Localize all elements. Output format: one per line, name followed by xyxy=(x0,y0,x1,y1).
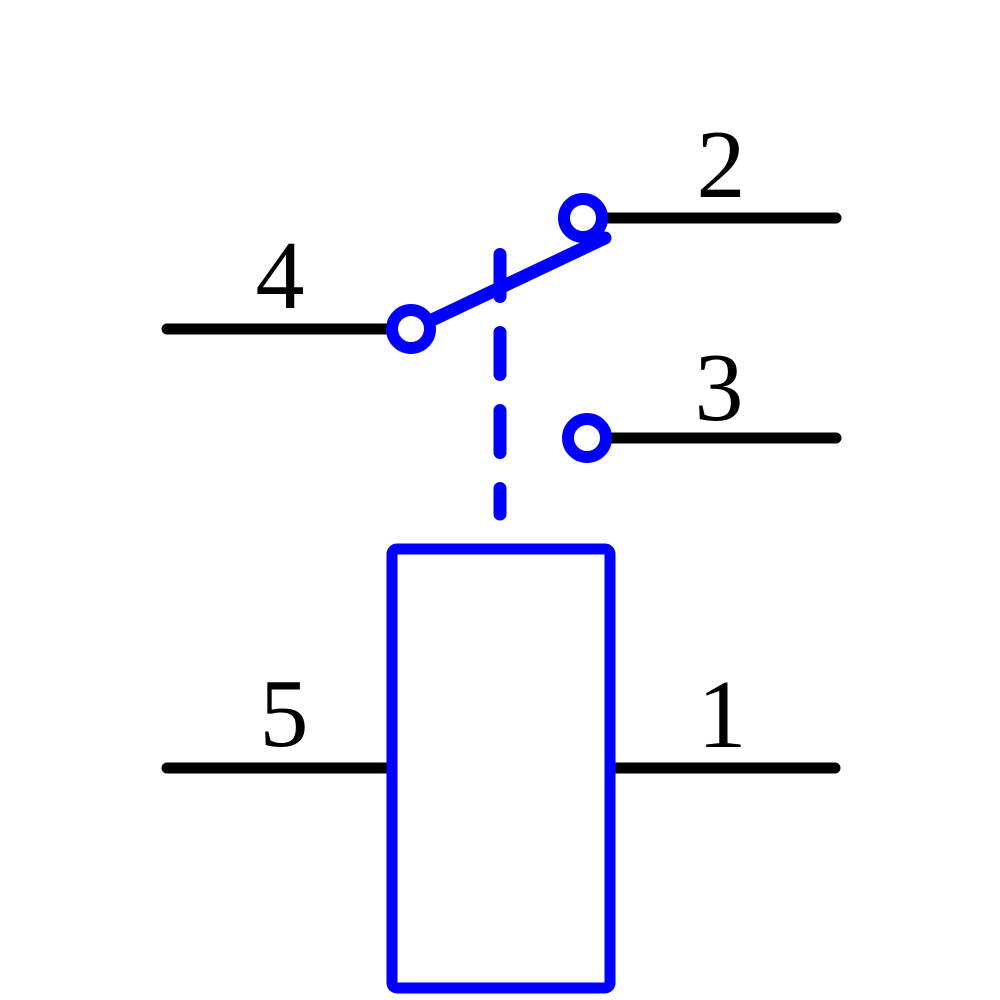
pin-4-label: 4 xyxy=(256,222,305,330)
pin-4-terminal-circle xyxy=(386,304,436,354)
pin-1-label: 1 xyxy=(698,661,747,769)
pin-2-label: 2 xyxy=(697,111,746,219)
pin-2-terminal-circle xyxy=(558,193,608,243)
pin-3-label: 3 xyxy=(695,334,744,442)
switch-arm-line xyxy=(406,231,612,336)
pin-3-terminal-circle xyxy=(562,413,612,463)
pin-5-label: 5 xyxy=(260,660,309,768)
coil-rectangle xyxy=(386,543,616,994)
